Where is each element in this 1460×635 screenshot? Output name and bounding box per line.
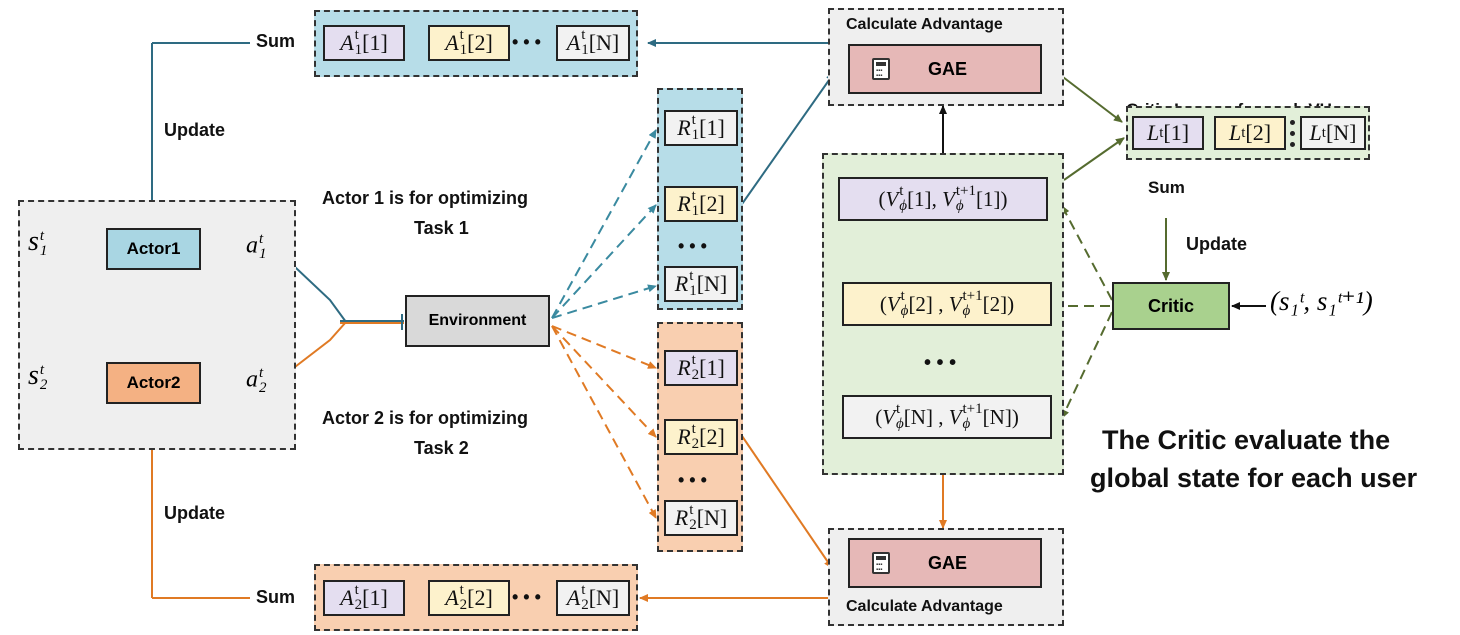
reward1-dots: • • • bbox=[678, 236, 707, 256]
actor1-box[interactable]: Actor1 bbox=[106, 228, 201, 270]
gae-top-label: GAE bbox=[928, 59, 968, 79]
critic-input: (s₁ᵗ, s₁ᵗ⁺¹) bbox=[1270, 286, 1373, 316]
top-sum-label: Sum bbox=[256, 31, 296, 51]
critic-loss-dots bbox=[1290, 118, 1296, 148]
critic-note-line1: The Critic evaluate the bbox=[1102, 425, 1391, 455]
actor2-note-line1: Actor 2 is for optimizing bbox=[322, 408, 529, 428]
critic-to-values-arrows bbox=[1053, 205, 1113, 419]
env-to-r1-arrows bbox=[551, 129, 657, 319]
bottom-advantage-dots: • • • bbox=[512, 587, 541, 607]
bottom-sum-label: Sum bbox=[256, 587, 296, 607]
actor1-note-line2: Task 1 bbox=[414, 218, 469, 238]
top-update-arrow bbox=[148, 42, 250, 225]
calculator-icon: ▪▪▪▪▪▪ bbox=[872, 552, 890, 574]
calculator-icon: ▪▪▪▪▪▪ bbox=[872, 58, 890, 80]
actor2-note-line2: Task 2 bbox=[414, 438, 469, 458]
gae-bottom-label: GAE bbox=[928, 553, 968, 573]
values-to-losses-arrow bbox=[1063, 137, 1125, 181]
gae-bottom-title: Calculate Advantage bbox=[846, 598, 1003, 615]
bottom-update-label: Update bbox=[164, 503, 226, 523]
critic-box[interactable]: Critic bbox=[1112, 282, 1230, 330]
value-dots: • • • bbox=[924, 352, 957, 374]
env-to-r2-arrows bbox=[551, 325, 657, 519]
environment-box[interactable]: Environment bbox=[405, 295, 550, 347]
top-advantage-dots: • • • bbox=[512, 32, 541, 52]
gae-top-box[interactable]: ▪▪▪▪▪▪ GAE bbox=[848, 44, 1042, 94]
r2-to-gae-bottom-arrow bbox=[741, 435, 833, 569]
top-update-label: Update bbox=[164, 120, 226, 140]
reward2-dots: • • • bbox=[678, 470, 707, 490]
critic-note-line2: global state for each user bbox=[1090, 463, 1418, 493]
critic-sum-label: Sum bbox=[1148, 178, 1185, 197]
gae-bottom-box[interactable]: ▪▪▪▪▪▪ GAE bbox=[848, 538, 1042, 588]
r1-to-gae-top-arrow bbox=[741, 72, 835, 205]
gae-top-title: Calculate Advantage bbox=[846, 16, 1003, 33]
actor2-box[interactable]: Actor2 bbox=[106, 362, 201, 404]
critic-update-label: Update bbox=[1186, 234, 1248, 254]
actor1-note-line1: Actor 1 is for optimizing bbox=[322, 188, 529, 208]
